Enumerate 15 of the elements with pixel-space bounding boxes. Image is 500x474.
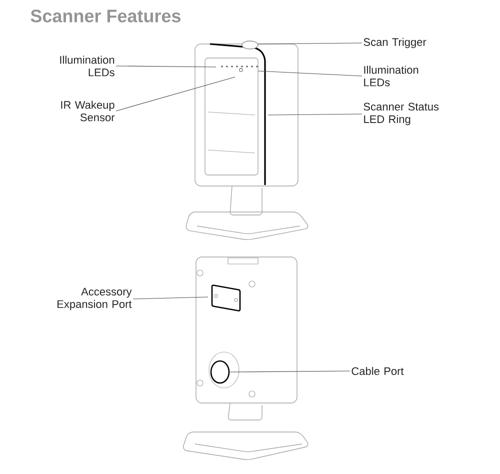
leader-line — [258, 42, 362, 44]
leader-line — [268, 114, 362, 116]
title: Scanner Features — [30, 10, 180, 22]
callout-label: Scan Trigger — [364, 38, 426, 48]
callout-label: Illumination LEDs — [364, 66, 418, 86]
callout-label: Scanner Status LED Ring — [364, 102, 439, 126]
leader-line — [116, 76, 236, 112]
leader-line — [230, 370, 350, 372]
callout-label: IR Wakeup Sensor — [61, 100, 115, 122]
leader-line — [132, 296, 208, 300]
callout-label: Cable Port — [352, 366, 404, 376]
leader-line — [258, 70, 362, 76]
callout-label: Illumination LEDs — [60, 56, 114, 76]
callout-label: Accessory Expansion Port — [58, 288, 132, 310]
leader-line — [116, 66, 216, 68]
